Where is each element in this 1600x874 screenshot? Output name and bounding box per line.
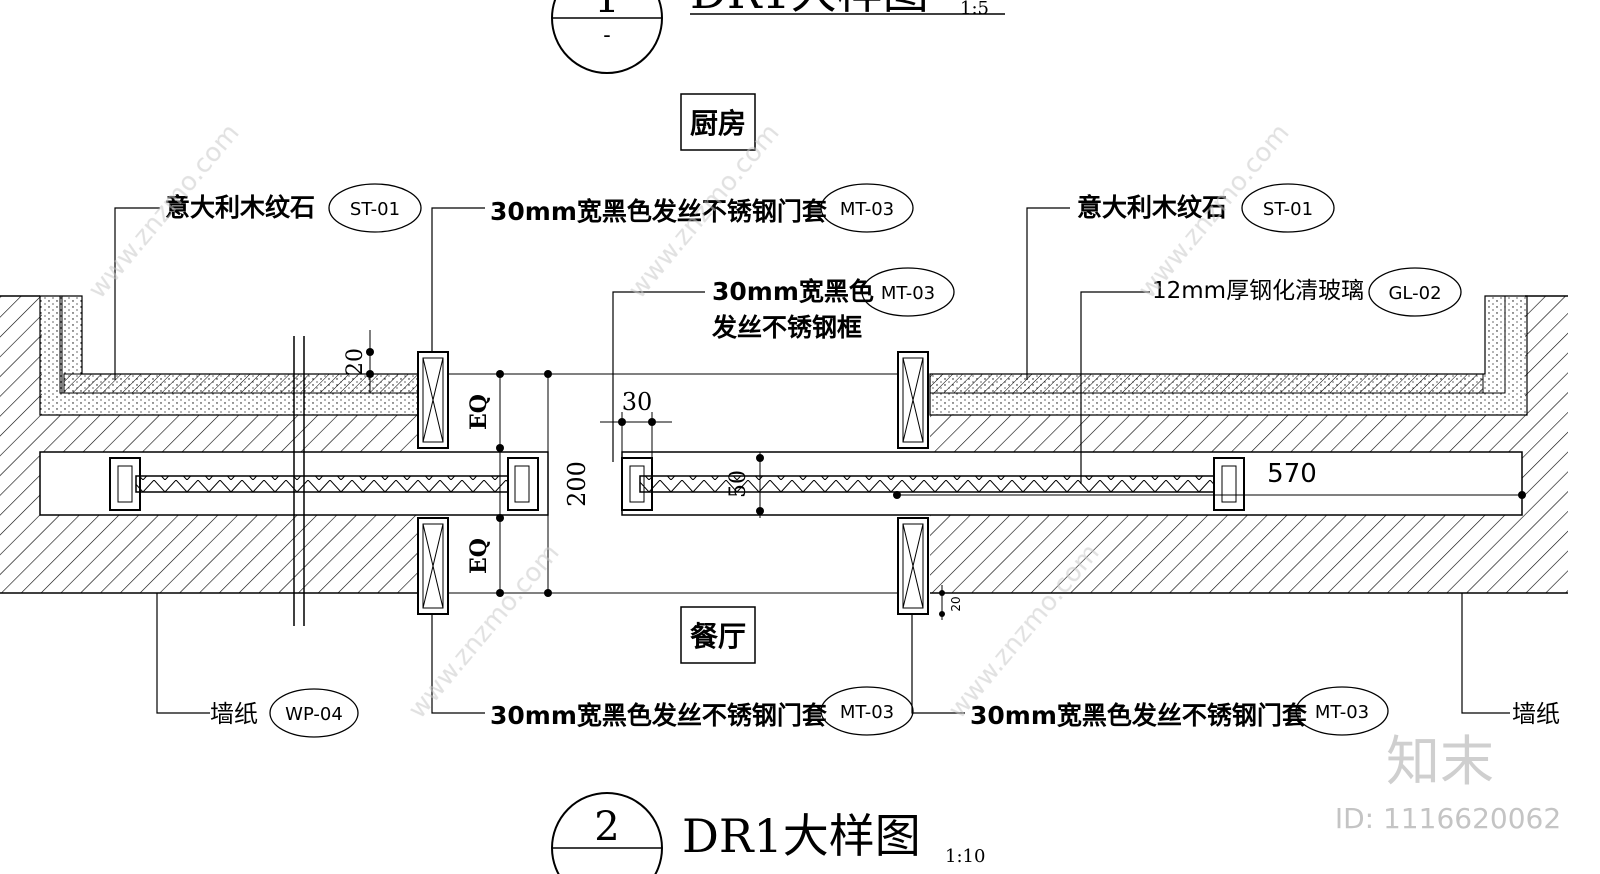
door-jamb-right-top (897, 351, 929, 449)
watermark-logo: 知末 (1386, 730, 1494, 793)
dimension-bottom-finish: 20 (939, 585, 963, 620)
dimension-eq-stack: EQ EQ (466, 370, 504, 597)
door-jamb-left-bottom (417, 517, 449, 615)
svg-text:30mm宽黑色: 30mm宽黑色 (712, 277, 874, 306)
callout-wallpaper-left: 墙纸 WP-04 (210, 688, 359, 738)
svg-text:50: 50 (726, 470, 751, 498)
svg-text:200: 200 (563, 461, 591, 507)
door-panel-right (621, 457, 1245, 511)
svg-text:ST-01: ST-01 (1263, 199, 1313, 220)
top-title-subtext: - (603, 23, 610, 48)
callout-stone-left: 意大利木纹石 ST-01 (165, 183, 422, 233)
callout-frame-middle: 30mm宽黑色 发丝不锈钢框 MT-03 (711, 267, 955, 342)
svg-text:570: 570 (1267, 459, 1317, 489)
svg-text:30mm宽黑色发丝不锈钢门套: 30mm宽黑色发丝不锈钢门套 (970, 701, 1308, 730)
top-title-name: DR1大样图 (690, 0, 929, 19)
svg-text:WP-04: WP-04 (285, 704, 343, 725)
watermark-id: ID: 1116620062 (1335, 802, 1561, 835)
stone-finish-left (39, 295, 419, 416)
dimension-eq-upper: EQ (466, 394, 492, 430)
svg-text:MT-03: MT-03 (881, 283, 935, 304)
room-label-dining: 餐厅 (690, 620, 746, 653)
svg-text:20: 20 (949, 596, 963, 611)
svg-text:发丝不锈钢框: 发丝不锈钢框 (711, 313, 862, 342)
svg-text:墙纸: 墙纸 (210, 700, 258, 728)
svg-text:墙纸: 墙纸 (1512, 700, 1560, 728)
bottom-drawing-title: 2 DR1大样图 1:10 (551, 792, 985, 874)
wall-section-right (930, 295, 1568, 594)
bottom-title-scale: 1:10 (945, 846, 985, 867)
dimension-frame-width: 30 (600, 388, 672, 460)
svg-text:MT-03: MT-03 (840, 199, 894, 220)
svg-text:MT-03: MT-03 (840, 702, 894, 723)
svg-text:意大利木纹石: 意大利木纹石 (165, 193, 315, 222)
svg-text:ST-01: ST-01 (350, 199, 400, 220)
bottom-title-number: 2 (594, 804, 619, 850)
dimension-opening: 570 (893, 459, 1526, 499)
stone-finish-right (929, 295, 1528, 416)
room-label-kitchen: 厨房 (690, 107, 746, 140)
svg-text:MT-03: MT-03 (1315, 702, 1369, 723)
svg-text:意大利木纹石: 意大利木纹石 (1077, 193, 1227, 222)
dimension-panel-thickness: 50 (726, 452, 764, 518)
bottom-title-name: DR1大样图 (682, 809, 921, 863)
callout-stone-right: 意大利木纹石 ST-01 (1077, 183, 1335, 233)
door-jamb-right-bottom (897, 517, 929, 615)
dimension-eq-lower: EQ (466, 538, 492, 574)
callout-door-frame-bottom-right: 30mm宽黑色发丝不锈钢门套 MT-03 (970, 686, 1389, 736)
door-jamb-left-top (417, 351, 449, 449)
svg-text:30: 30 (622, 388, 653, 416)
svg-text:30mm宽黑色发丝不锈钢门套: 30mm宽黑色发丝不锈钢门套 (490, 701, 828, 730)
door-panel-left (109, 457, 539, 511)
svg-text:30mm宽黑色发丝不锈钢门套: 30mm宽黑色发丝不锈钢门套 (490, 197, 828, 226)
top-title-number: 1 (594, 0, 619, 22)
callout-door-frame-bottom-left: 30mm宽黑色发丝不锈钢门套 MT-03 (490, 686, 914, 736)
wall-section-left (0, 295, 418, 594)
callout-wallpaper-right: 墙纸 (1512, 700, 1560, 728)
leader-lines (114, 207, 1510, 714)
callout-glass: 12mm厚钢化清玻璃 GL-02 (1152, 267, 1462, 317)
svg-text:20: 20 (343, 348, 368, 376)
svg-text:GL-02: GL-02 (1388, 283, 1441, 304)
dimension-top-finish: 20 (343, 330, 374, 393)
top-drawing-title: 1 - DR1大样图 1:5 (551, 0, 1005, 74)
svg-text:12mm厚钢化清玻璃: 12mm厚钢化清玻璃 (1152, 278, 1364, 304)
callout-door-frame-top: 30mm宽黑色发丝不锈钢门套 MT-03 (490, 183, 914, 233)
dimension-wall-thickness: 200 (544, 370, 591, 597)
top-title-scale: 1:5 (960, 0, 989, 19)
